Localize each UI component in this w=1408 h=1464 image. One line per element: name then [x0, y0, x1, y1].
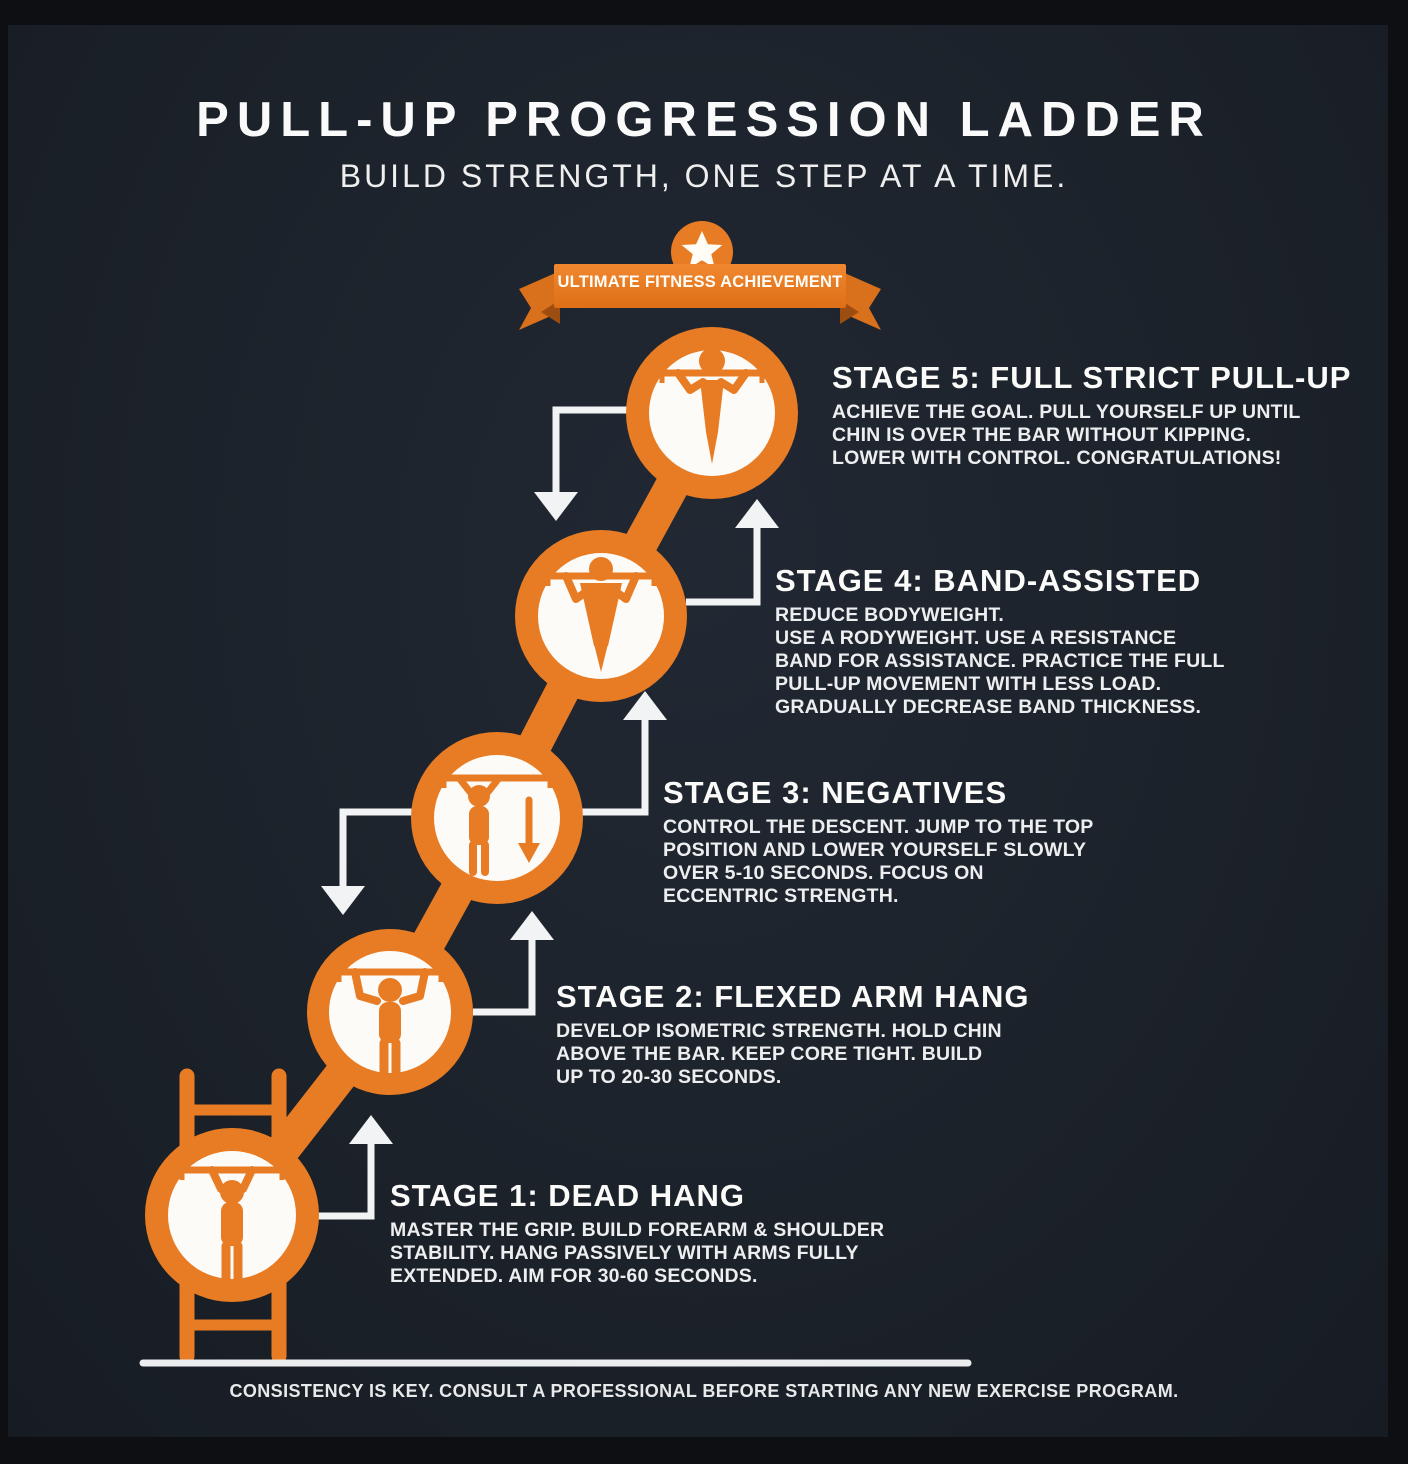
page-title: PULL-UP PROGRESSION LADDER: [196, 93, 1212, 147]
stage-node-2: [307, 929, 473, 1095]
page-subtitle: BUILD STRENGTH, ONE STEP AT A TIME.: [339, 158, 1069, 194]
stage-4-heading: STAGE 4: BAND-ASSISTED: [775, 563, 1202, 598]
stage-2-heading: STAGE 2: FLEXED ARM HANG: [556, 979, 1030, 1014]
dead-hang-icon: [176, 1166, 288, 1285]
arrow-up-icon: [582, 691, 667, 816]
stage-3-description: CONTROL THE DESCENT. JUMP TO THE TOP POS…: [663, 816, 1094, 907]
stage-1-heading: STAGE 1: DEAD HANG: [390, 1178, 746, 1213]
arrow-down-icon: [321, 808, 412, 915]
negatives-icon: [438, 774, 556, 876]
stage-1-text-block: STAGE 1: DEAD HANG MASTER THE GRIP. BUIL…: [390, 1178, 884, 1288]
stage-node-5: [626, 327, 798, 499]
star-icon: [681, 231, 723, 269]
arrow-up-icon: [686, 499, 779, 606]
stage-5-description: ACHIEVE THE GOAL. PULL YOURSELF UP UNTIL…: [832, 401, 1301, 469]
stage-5-text-block: STAGE 5: FULL STRICT PULL-UP ACHIEVE THE…: [832, 360, 1351, 470]
arrow-up-icon: [473, 911, 554, 1016]
stage-3-text-block: STAGE 3: NEGATIVES CONTROL THE DESCENT. …: [663, 775, 1093, 908]
achievement-ribbon: [519, 221, 881, 330]
stage-node-1: [145, 1128, 319, 1302]
stage-3-heading: STAGE 3: NEGATIVES: [663, 775, 1008, 810]
ribbon-label: ULTIMATE FITNESS ACHIEVEMENT: [557, 273, 843, 291]
ribbon-band: [554, 264, 846, 308]
flow-arrows: [318, 406, 779, 1220]
arrow-up-icon: [318, 1115, 393, 1220]
full-strict-pull-up-icon: [656, 348, 768, 464]
stage-node-4: [515, 530, 687, 702]
flexed-arm-hang-icon: [333, 968, 447, 1077]
footer-disclaimer: CONSISTENCY IS KEY. CONSULT A PROFESSION…: [229, 1381, 1179, 1401]
stage-4-description: REDUCE BODYWEIGHT. USE A RODYWEIGHT. USE…: [775, 604, 1225, 718]
stage-node-3: [411, 732, 583, 904]
stage-2-text-block: STAGE 2: FLEXED ARM HANG DEVELOP ISOMETR…: [556, 979, 1030, 1089]
stage-2-description: DEVELOP ISOMETRIC STRENGTH. HOLD CHIN AB…: [556, 1020, 1002, 1088]
stage-1-description: MASTER THE GRIP. BUILD FOREARM & SHOULDE…: [390, 1219, 885, 1287]
stage-5-heading: STAGE 5: FULL STRICT PULL-UP: [832, 360, 1352, 395]
arrow-down-icon: [534, 406, 628, 521]
band-assisted-icon: [542, 557, 660, 672]
stage-4-text-block: STAGE 4: BAND-ASSISTED REDUCE BODYWEIGHT…: [775, 563, 1225, 719]
